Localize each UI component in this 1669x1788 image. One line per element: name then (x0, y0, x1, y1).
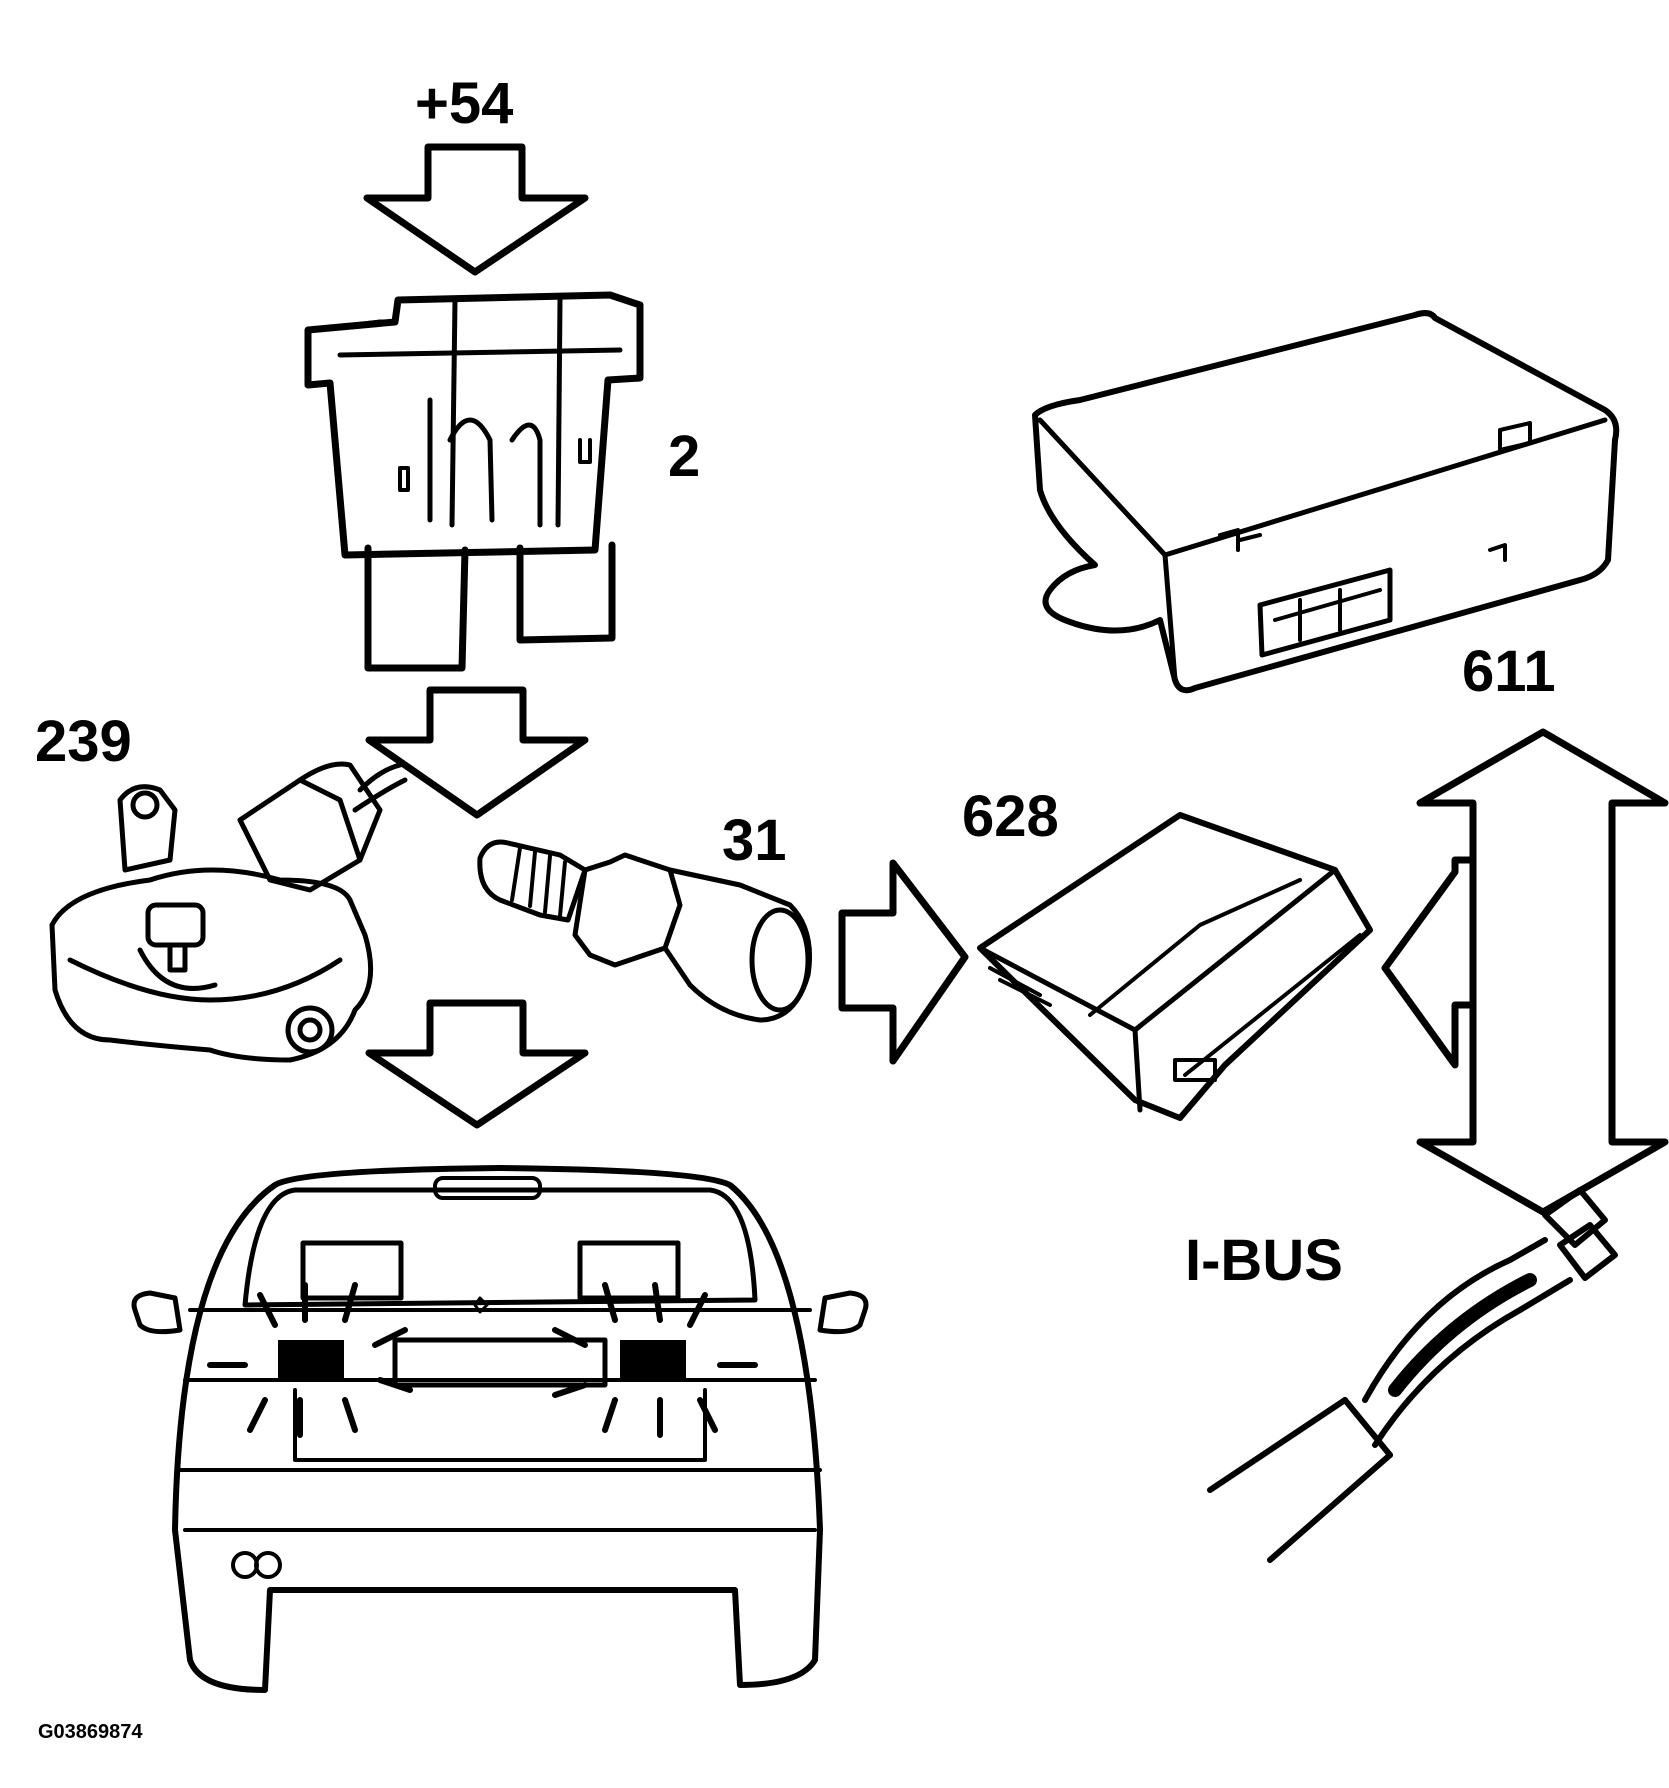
control-unit-icon (1032, 310, 1620, 694)
fuse-number-label: 2 (668, 424, 701, 489)
supply-arrow-icon (363, 143, 589, 276)
fuse-output-arrow-icon (365, 686, 589, 819)
sensor-signal-arrow-icon (838, 859, 969, 1065)
fuse-icon (304, 291, 644, 672)
selector-switch-icon (49, 761, 408, 1063)
right-brake-lamp (620, 1340, 686, 1382)
control-module-number-label: 628 (962, 784, 1059, 849)
module-icon (977, 812, 1373, 1121)
car-rear-icon (131, 1165, 869, 1693)
supply-label: +54 (415, 71, 514, 136)
switch-unit-number-label: 239 (35, 709, 132, 774)
figure-reference-label: G03869874 (38, 1721, 143, 1743)
cable-connector-icon (1207, 1187, 1618, 1563)
bus-branch-arrow-icon (1381, 856, 1477, 1069)
pressure-switch-icon (477, 839, 813, 1023)
car-feed-arrow-icon (365, 999, 589, 1129)
gateway-module-number-label: 611 (1462, 639, 1556, 704)
bus-label: I-BUS (1185, 1228, 1343, 1293)
left-brake-lamp (278, 1340, 344, 1382)
sensor-number-label: 31 (722, 808, 787, 873)
double-arrow-icon (1416, 728, 1669, 1216)
